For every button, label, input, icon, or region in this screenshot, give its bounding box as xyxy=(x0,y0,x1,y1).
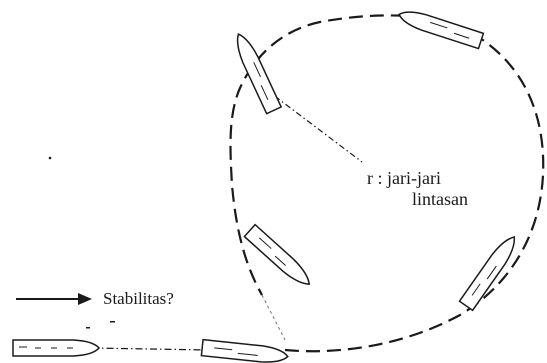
ship-icon xyxy=(201,340,288,363)
ship-icon xyxy=(460,232,521,310)
approach-path xyxy=(92,348,210,350)
radius-label-line1: r : jari-jari xyxy=(367,169,441,187)
ship-icon xyxy=(13,340,99,356)
ship-icon xyxy=(397,7,484,49)
radius-line xyxy=(264,88,362,162)
stability-label: Stabilitas? xyxy=(103,290,174,307)
stability-arrow xyxy=(16,293,92,305)
radius-label-line2: lintasan xyxy=(412,190,468,208)
entry-connector xyxy=(262,295,285,340)
